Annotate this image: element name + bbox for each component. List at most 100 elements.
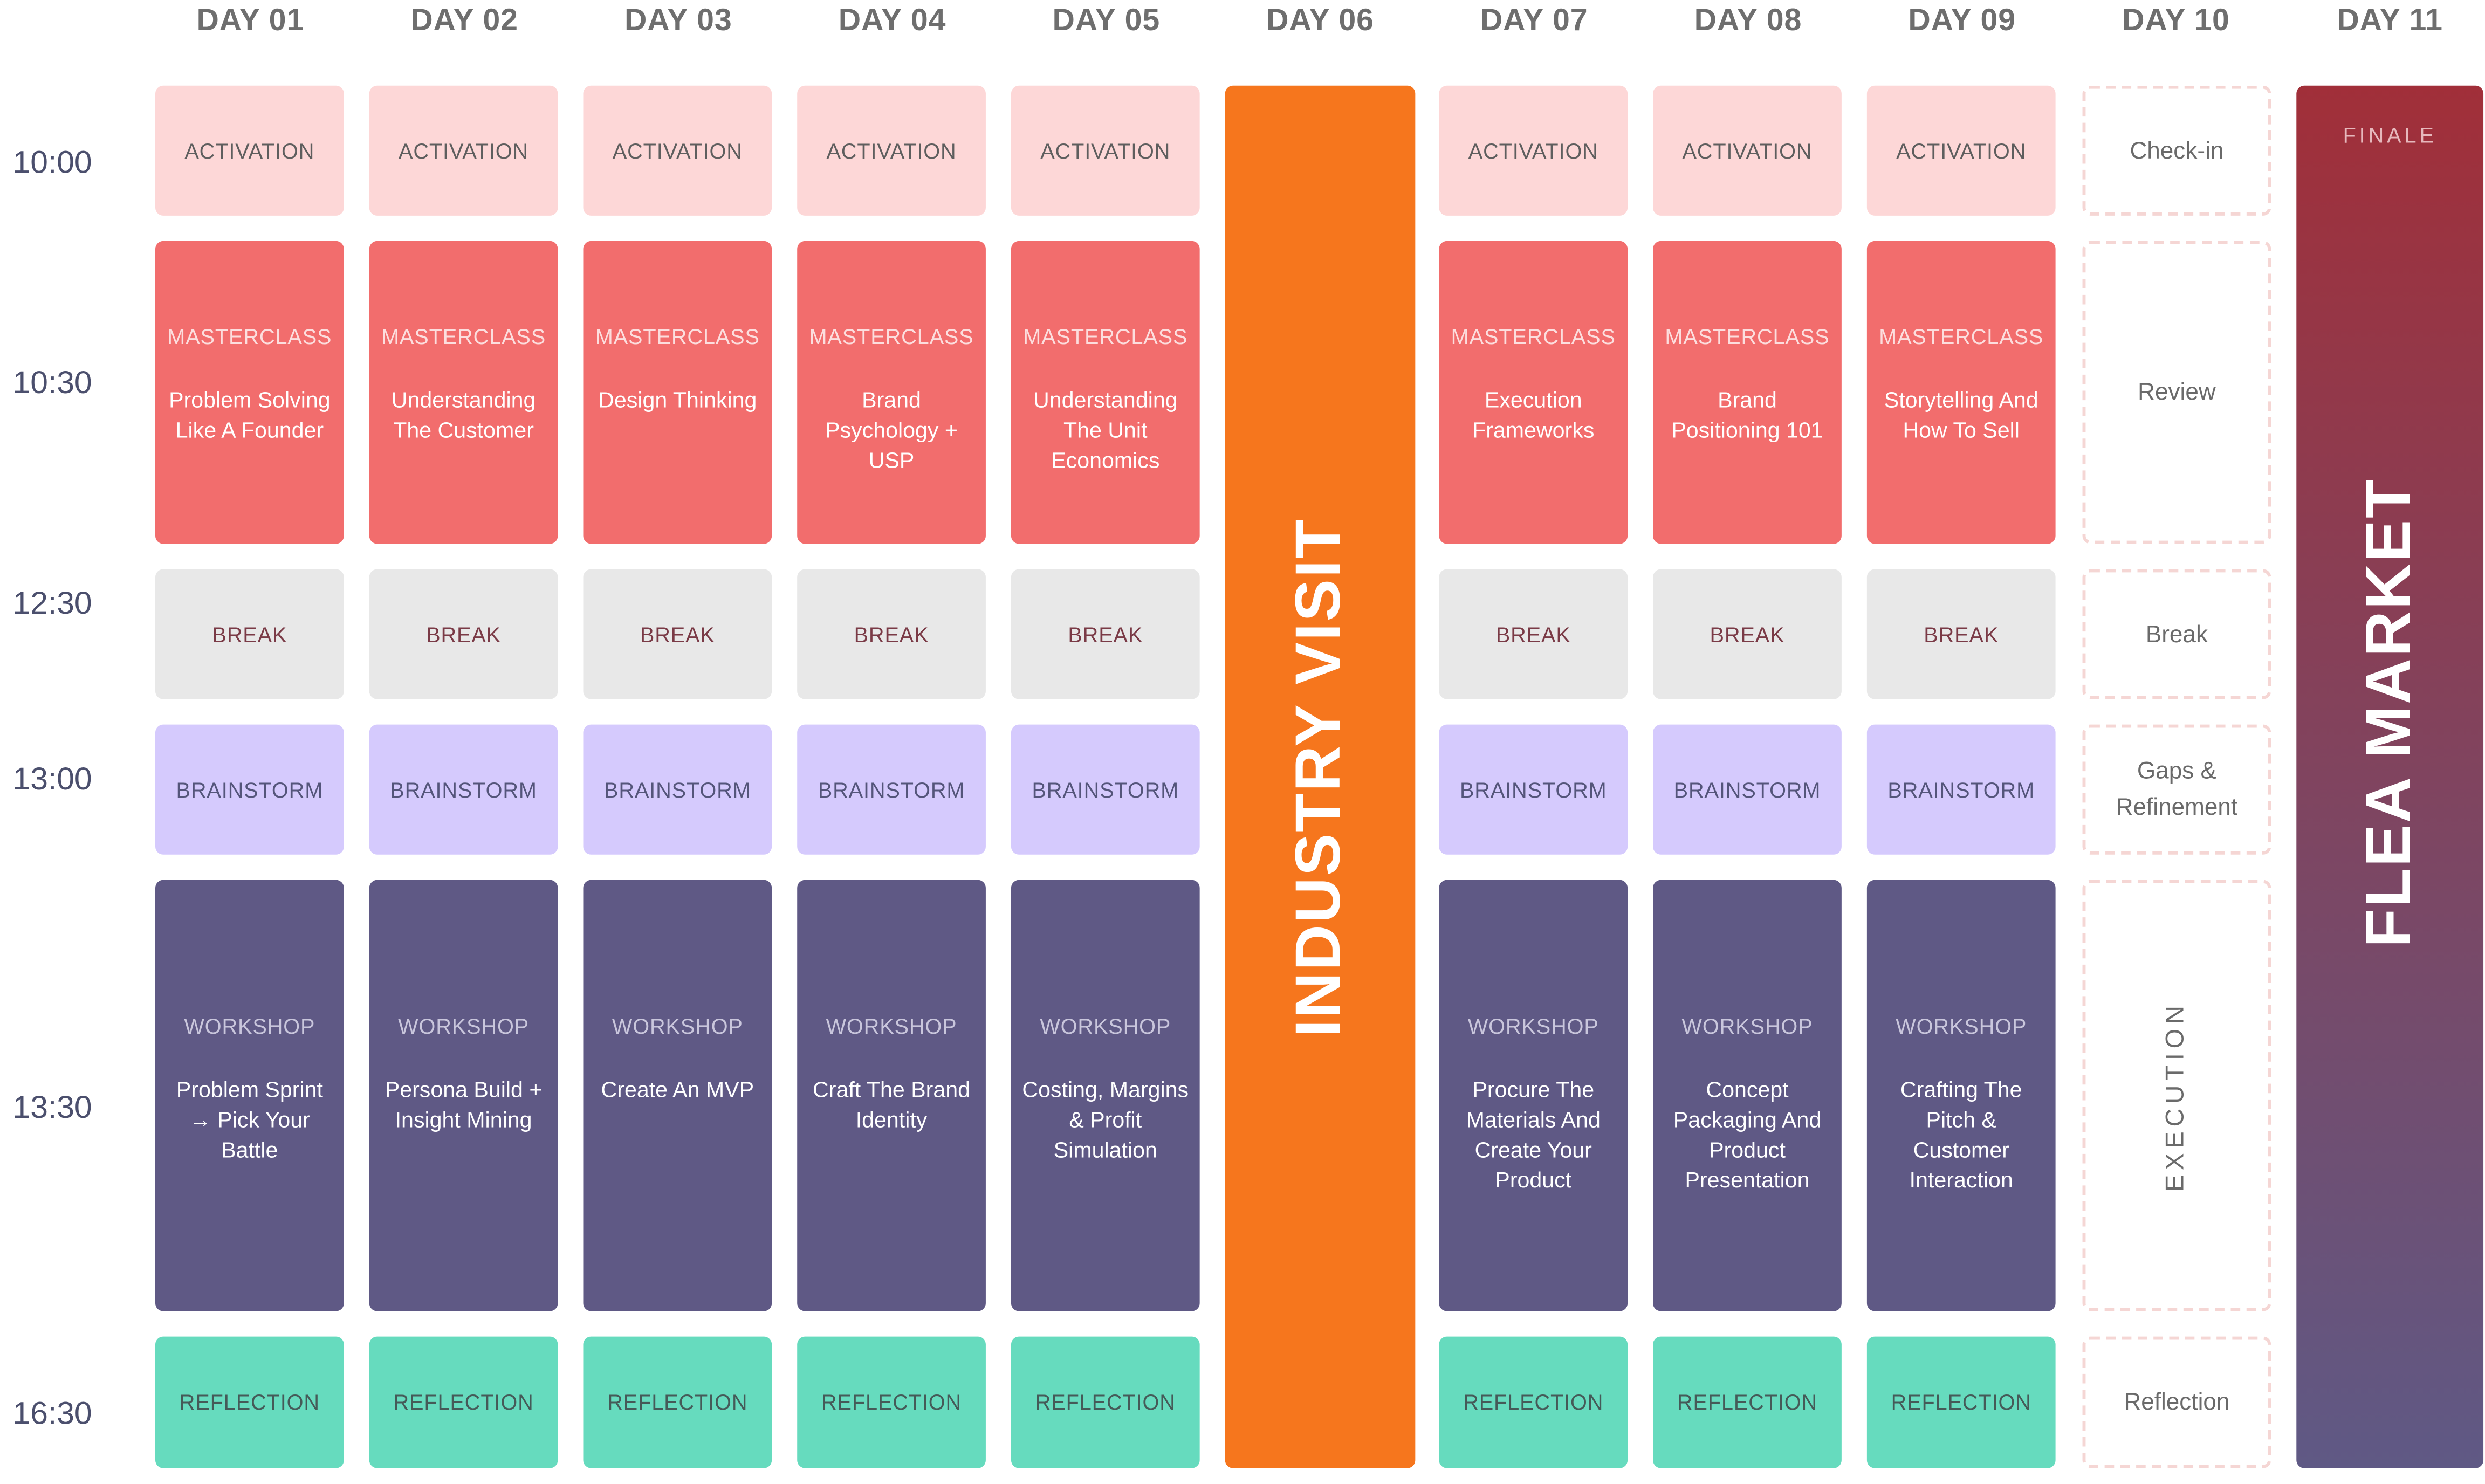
day10-reflection[interactable]: Reflection bbox=[2082, 1336, 2271, 1468]
workshop-label: WORKSHOP bbox=[1467, 1014, 1599, 1039]
break-card[interactable]: BREAK bbox=[155, 569, 344, 699]
workshop-card[interactable]: WORKSHOP Procure The Materials And Create… bbox=[1439, 880, 1628, 1311]
break-card[interactable]: BREAK bbox=[797, 569, 986, 699]
brainstorm-card[interactable]: BRAINSTORM bbox=[1866, 724, 2056, 855]
activation-card[interactable]: ACTIVATION bbox=[1011, 85, 1200, 216]
activation-card[interactable]: ACTIVATION bbox=[583, 85, 772, 216]
day-header-10: DAY 10 bbox=[2122, 3, 2230, 38]
break-card[interactable]: BREAK bbox=[1653, 569, 1842, 699]
activation-card[interactable]: ACTIVATION bbox=[1439, 85, 1628, 216]
workshop-title: Concept Packaging And Product Presentati… bbox=[1673, 1076, 1822, 1193]
masterclass-card[interactable]: MASTERCLASS Understanding The Unit Econom… bbox=[1011, 241, 1200, 544]
brainstorm-card[interactable]: BRAINSTORM bbox=[583, 724, 772, 855]
break-card[interactable]: BREAK bbox=[1011, 569, 1200, 699]
reflection-label: REFLECTION bbox=[821, 1390, 962, 1414]
reflection-card[interactable]: REFLECTION bbox=[583, 1336, 772, 1468]
day-header-8: DAY 08 bbox=[1694, 3, 1802, 38]
reflection-label: REFLECTION bbox=[1035, 1390, 1176, 1414]
time-label-1300: 13:00 bbox=[12, 762, 92, 798]
time-label-1000: 10:00 bbox=[12, 146, 92, 181]
break-card[interactable]: BREAK bbox=[583, 569, 772, 699]
brainstorm-card[interactable]: BRAINSTORM bbox=[369, 724, 558, 855]
workshop-title: Persona Build + Insight Mining bbox=[385, 1076, 543, 1132]
break-label: BREAK bbox=[1924, 622, 1999, 647]
break-label: BREAK bbox=[854, 622, 929, 647]
activation-label: ACTIVATION bbox=[1040, 139, 1171, 163]
brainstorm-card[interactable]: BRAINSTORM bbox=[1011, 724, 1200, 855]
finale-title-wrap: FLEA MARKET bbox=[2296, 450, 2483, 973]
brainstorm-card[interactable]: BRAINSTORM bbox=[797, 724, 986, 855]
activation-card[interactable]: ACTIVATION bbox=[1866, 85, 2056, 216]
brainstorm-card[interactable]: BRAINSTORM bbox=[1439, 724, 1628, 855]
day10-break-label: Break bbox=[2145, 621, 2208, 648]
brainstorm-card[interactable]: BRAINSTORM bbox=[1653, 724, 1842, 855]
day-header-5: DAY 05 bbox=[1052, 3, 1161, 38]
day-header-2: DAY 02 bbox=[410, 3, 518, 38]
masterclass-label: MASTERCLASS bbox=[167, 325, 332, 349]
day10-review-label: Review bbox=[2138, 379, 2216, 406]
reflection-label: REFLECTION bbox=[1891, 1390, 2031, 1414]
day10-reflection-label: Reflection bbox=[2124, 1389, 2230, 1416]
break-card[interactable]: BREAK bbox=[1866, 569, 2056, 699]
time-label-1630: 16:30 bbox=[12, 1397, 92, 1432]
workshop-card[interactable]: WORKSHOP Costing, Margins & Profit Simula… bbox=[1011, 880, 1200, 1311]
masterclass-title: Understanding The Customer bbox=[391, 387, 536, 443]
reflection-card[interactable]: REFLECTION bbox=[1439, 1336, 1628, 1468]
workshop-label: WORKSHOP bbox=[1896, 1014, 2027, 1039]
masterclass-title: Brand Psychology + USP bbox=[825, 387, 958, 473]
finale-label: FINALE bbox=[2343, 123, 2437, 148]
day10-gaps-refinement[interactable]: Gaps & Refinement bbox=[2082, 724, 2271, 855]
finale-block[interactable]: FINALE FLEA MARKET bbox=[2296, 85, 2484, 1468]
masterclass-title: Understanding The Unit Economics bbox=[1033, 387, 1178, 473]
workshop-title: Procure The Materials And Create Your Pr… bbox=[1466, 1076, 1601, 1193]
activation-card[interactable]: ACTIVATION bbox=[797, 85, 986, 216]
activation-card[interactable]: ACTIVATION bbox=[369, 85, 558, 216]
reflection-label: REFLECTION bbox=[1677, 1390, 1818, 1414]
day-header-6: DAY 06 bbox=[1266, 3, 1374, 38]
industry-visit-block[interactable]: INDUSTRY VISIT bbox=[1225, 85, 1416, 1468]
day10-break[interactable]: Break bbox=[2082, 569, 2271, 699]
industry-visit-label: INDUSTRY VISIT bbox=[1284, 517, 1355, 1036]
day10-checkin[interactable]: Check-in bbox=[2082, 85, 2271, 216]
break-card[interactable]: BREAK bbox=[369, 569, 558, 699]
reflection-card[interactable]: REFLECTION bbox=[797, 1336, 986, 1468]
break-card[interactable]: BREAK bbox=[1439, 569, 1628, 699]
brainstorm-label: BRAINSTORM bbox=[1673, 778, 1821, 802]
masterclass-label: MASTERCLASS bbox=[1023, 325, 1188, 349]
brainstorm-label: BRAINSTORM bbox=[1032, 778, 1179, 802]
day-header-9: DAY 09 bbox=[1908, 3, 2016, 38]
reflection-card[interactable]: REFLECTION bbox=[1011, 1336, 1200, 1468]
brainstorm-card[interactable]: BRAINSTORM bbox=[155, 724, 344, 855]
reflection-label: REFLECTION bbox=[393, 1390, 534, 1414]
reflection-card[interactable]: REFLECTION bbox=[1653, 1336, 1842, 1468]
masterclass-card[interactable]: MASTERCLASS Understanding The Customer bbox=[369, 241, 558, 544]
day10-review[interactable]: Review bbox=[2082, 241, 2271, 544]
activation-card[interactable]: ACTIVATION bbox=[1653, 85, 1842, 216]
day10-execution[interactable]: EXECUTION bbox=[2082, 880, 2271, 1311]
time-label-1030: 10:30 bbox=[12, 366, 92, 401]
day10-gaps-label: Gaps & Refinement bbox=[2116, 758, 2238, 822]
reflection-card[interactable]: REFLECTION bbox=[155, 1336, 344, 1468]
workshop-label: WORKSHOP bbox=[184, 1014, 315, 1039]
masterclass-label: MASTERCLASS bbox=[381, 325, 546, 349]
day-header-4: DAY 04 bbox=[838, 3, 946, 38]
brainstorm-label: BRAINSTORM bbox=[603, 778, 751, 802]
activation-card[interactable]: ACTIVATION bbox=[155, 85, 344, 216]
workshop-label: WORKSHOP bbox=[1040, 1014, 1171, 1039]
reflection-card[interactable]: REFLECTION bbox=[369, 1336, 558, 1468]
reflection-card[interactable]: REFLECTION bbox=[1866, 1336, 2056, 1468]
brainstorm-label: BRAINSTORM bbox=[176, 778, 324, 802]
workshop-title: Costing, Margins & Profit Simulation bbox=[1022, 1076, 1189, 1163]
